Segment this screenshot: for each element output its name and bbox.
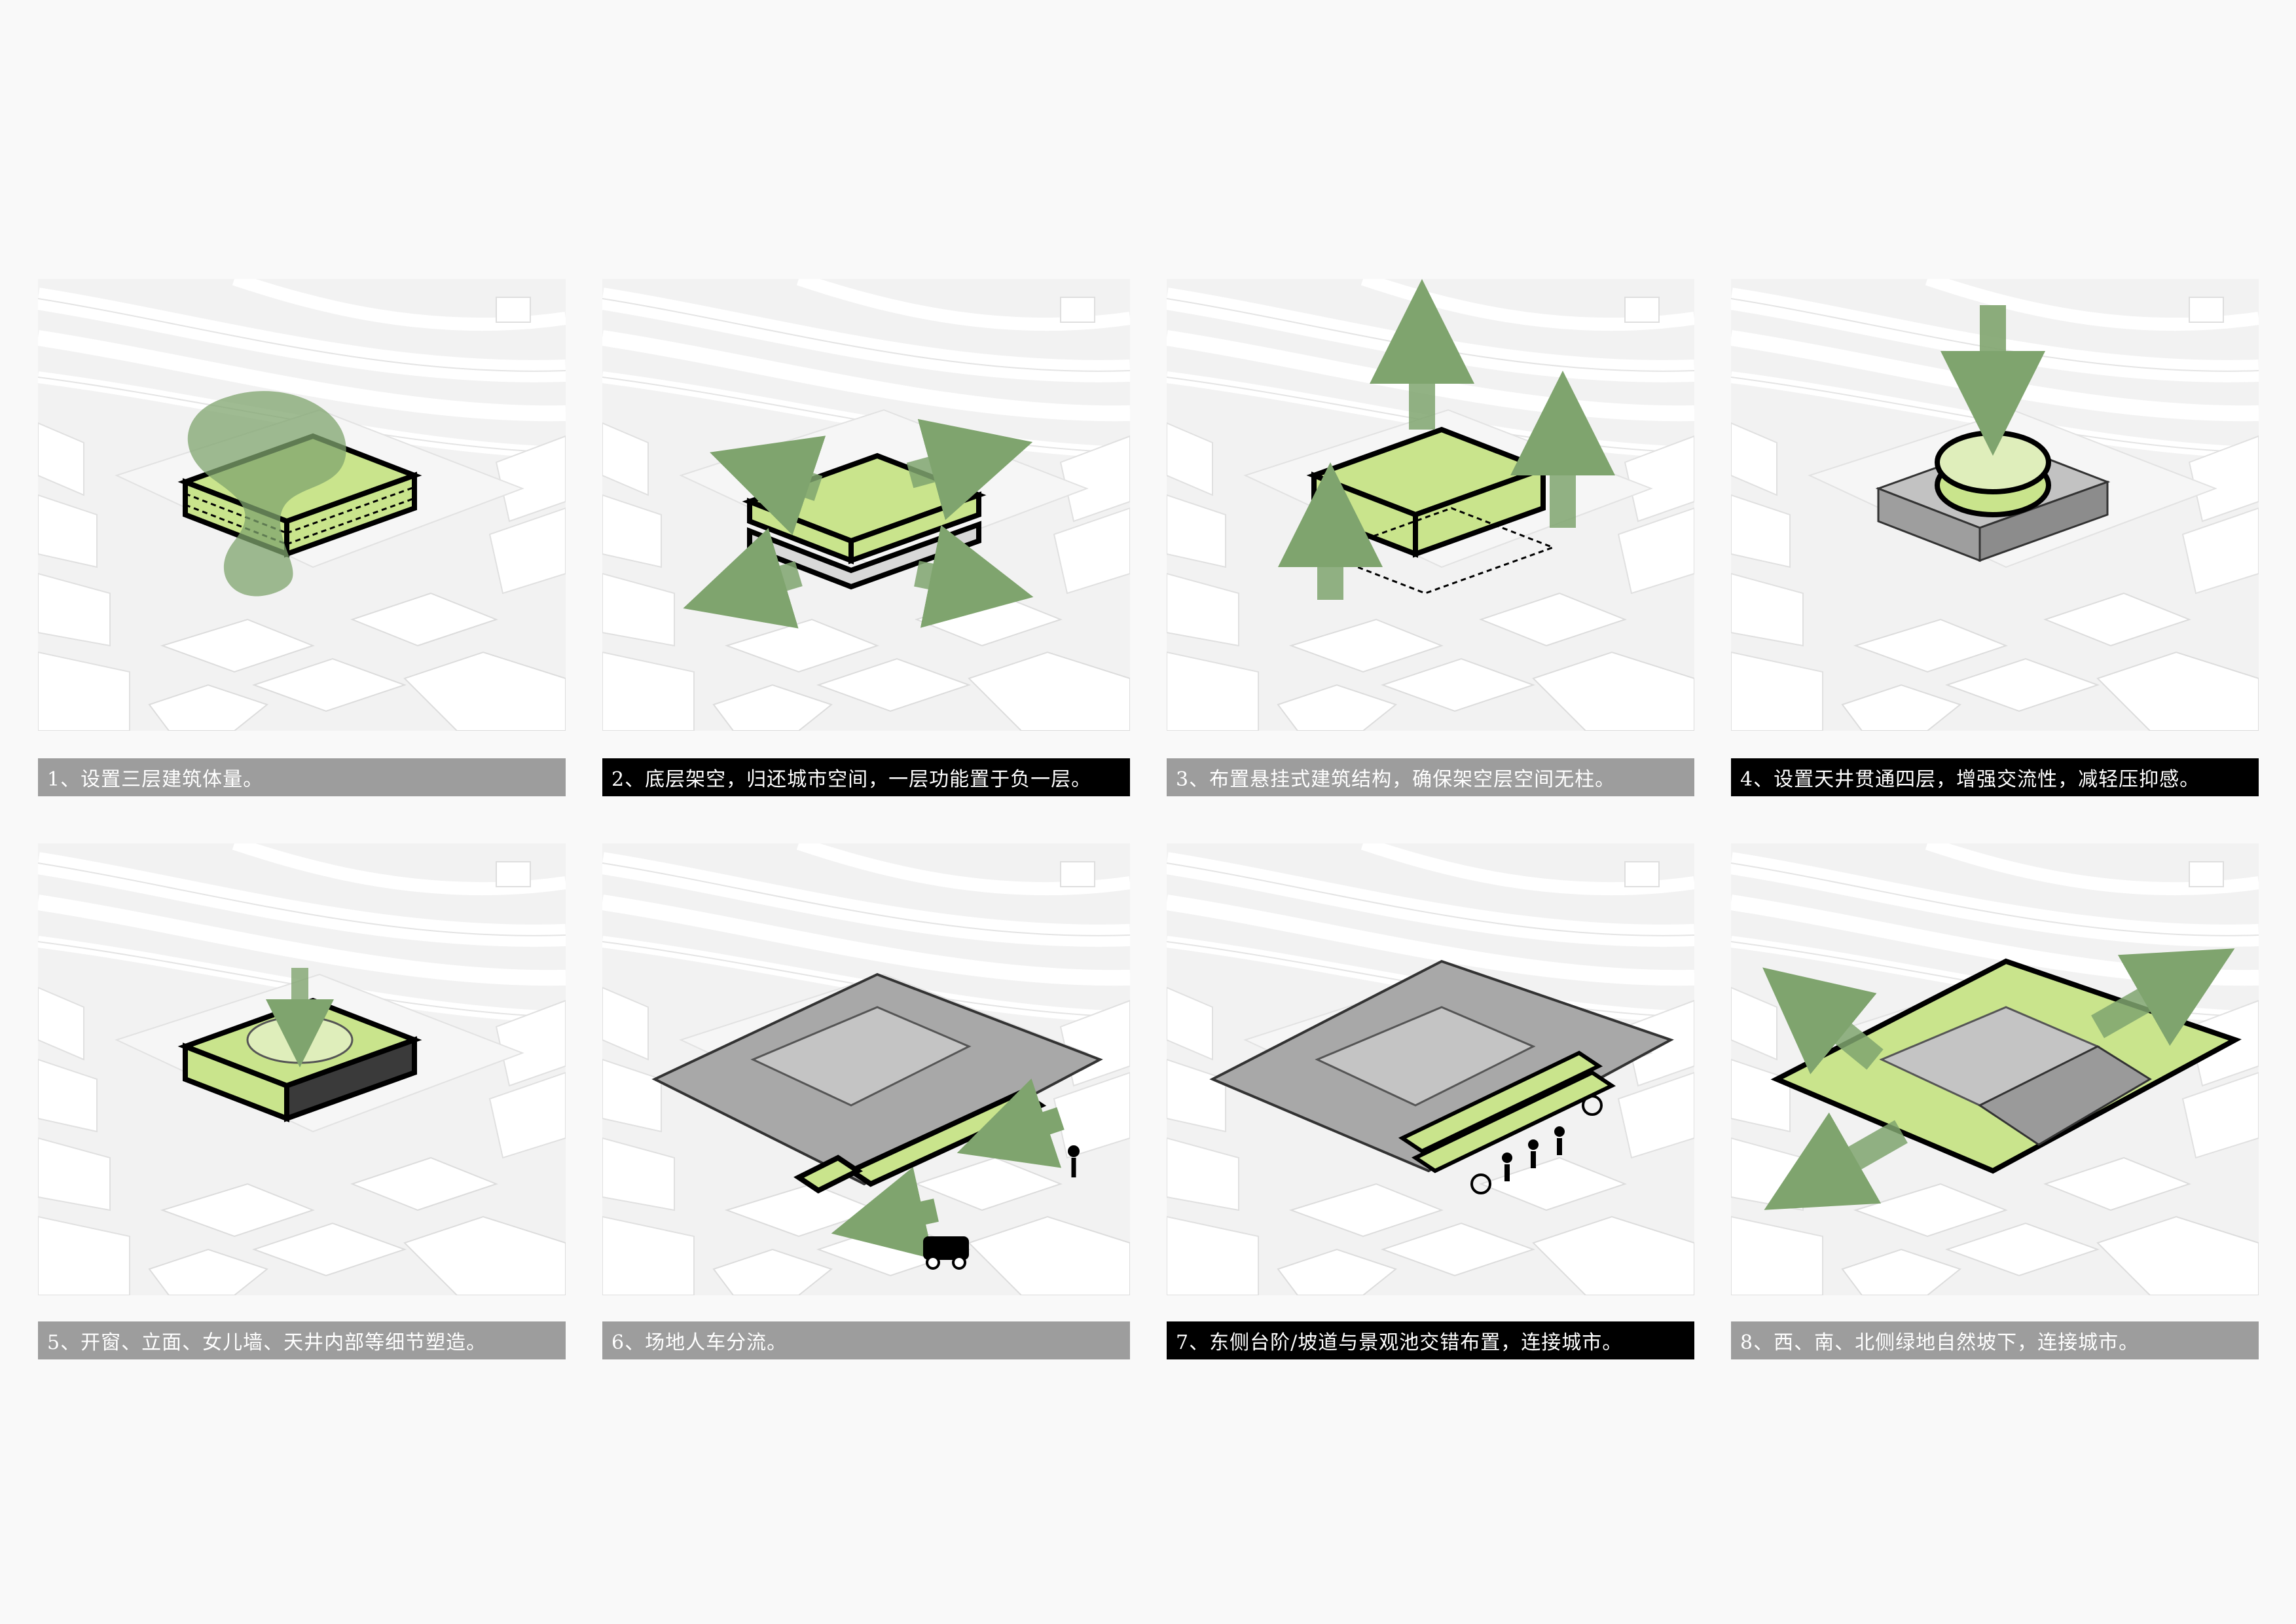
diagonal-arrows-icon	[1762, 948, 2235, 1210]
volume-blob-icon	[187, 391, 346, 597]
step-6-diagram	[602, 843, 1130, 1295]
step-2-caption: 2、底层架空，归还城市空间，一层功能置于负一层。	[602, 758, 1130, 796]
step-5-diagram	[38, 843, 566, 1295]
step-4-diagram	[1731, 279, 2259, 731]
up-arrows-icon	[1278, 279, 1615, 600]
step-8-caption: 8、西、南、北侧绿地自然坡下，连接城市。	[1731, 1321, 2259, 1359]
step-3-caption: 3、布置悬挂式建筑结构，确保架空层空间无柱。	[1167, 758, 1694, 796]
step-1-diagram	[38, 279, 566, 731]
step-8-diagram	[1731, 843, 2259, 1295]
site-plan-steps	[1209, 959, 1674, 1173]
pedestrian-car-icon	[831, 1078, 1080, 1270]
step-7-caption: 7、东侧台阶/坡道与景观池交错布置，连接城市。	[1167, 1321, 1694, 1359]
step-3-diagram	[1167, 279, 1694, 731]
gray-volume-with-atrium	[1875, 430, 2111, 563]
step-5-caption: 5、开窗、立面、女儿墙、天井内部等细节塑造。	[38, 1321, 566, 1359]
step-6-caption: 6、场地人车分流。	[602, 1321, 1130, 1359]
step-7-diagram	[1167, 843, 1694, 1295]
four-way-arrows-icon	[683, 418, 1034, 629]
people-wheelchair-icon	[1470, 1095, 1603, 1194]
step-4-caption: 4、设置天井贯通四层，增强交流性，减轻压抑感。	[1731, 758, 2259, 796]
step-2-diagram	[602, 279, 1130, 731]
step-1-caption: 1、设置三层建筑体量。	[38, 758, 566, 796]
